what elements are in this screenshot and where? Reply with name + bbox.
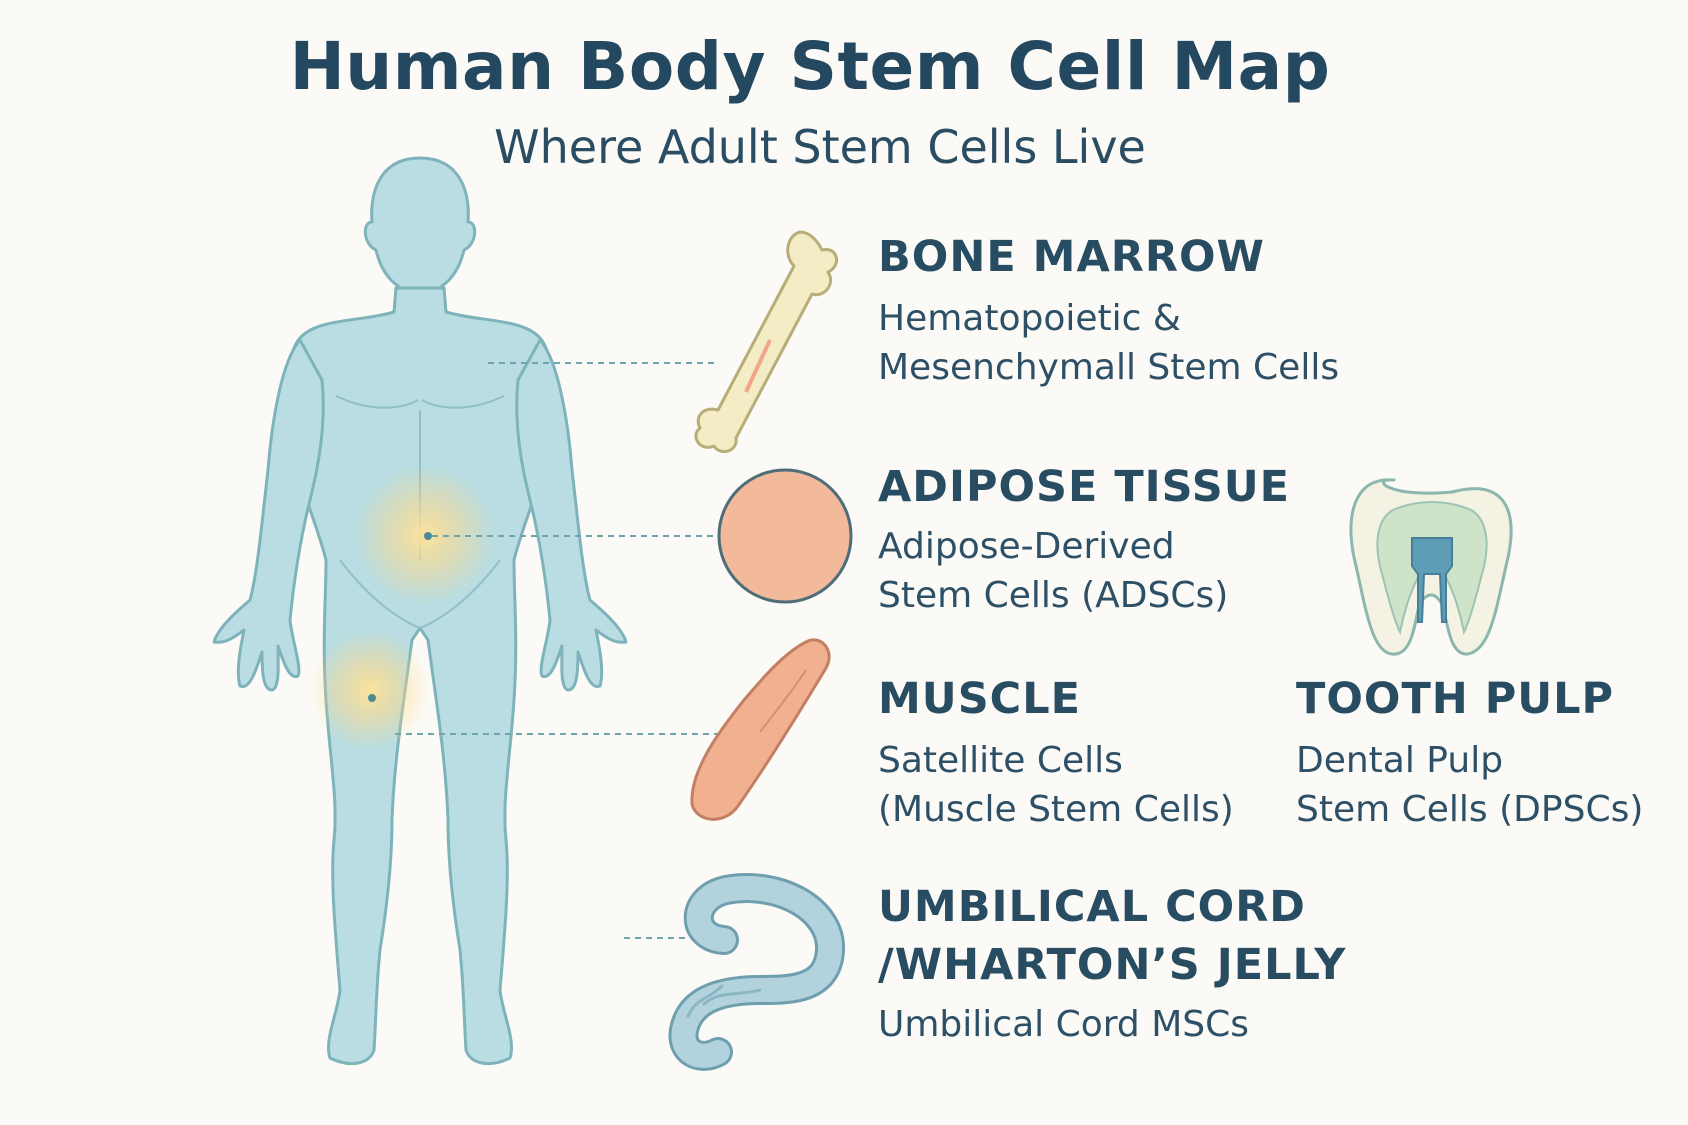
adipose-point [424, 532, 432, 540]
bone-marrow-desc-line1: Hematopoietic & [878, 298, 1181, 339]
adipose-title: ADIPOSE TISSUE [878, 462, 1290, 512]
muscle-highlight [310, 630, 430, 750]
muscle-title: MUSCLE [878, 674, 1082, 724]
label-tooth-pulp: TOOTH PULP Dental Pulp Stem Cells (DPSCs… [1296, 670, 1643, 834]
bone-marrow-title: BONE MARROW [878, 232, 1265, 282]
fat-cell-icon [717, 468, 853, 604]
body-right-arm [515, 338, 628, 692]
adipose-desc-line1: Adipose-Derived [878, 526, 1175, 567]
tooth-pulp-desc-line1: Dental Pulp [1296, 740, 1504, 781]
tooth-pulp-desc-line2: Stem Cells (DPSCs) [1296, 789, 1644, 830]
body-left-arm [212, 338, 325, 692]
bone-marrow-desc-line2: Mesenchymall Stem Cells [878, 347, 1340, 388]
umbilical-title-line2: /WHARTON’S JELLY [878, 940, 1347, 990]
umbilical-cord-icon [668, 873, 845, 1071]
umbilical-desc-line1: Umbilical Cord MSCs [878, 1004, 1250, 1045]
muscle-point [368, 694, 376, 702]
umbilical-title-line1: UMBILICAL CORD [878, 882, 1307, 932]
body-head [363, 156, 477, 296]
page-subtitle: Where Adult Stem Cells Live [494, 120, 1146, 174]
page-title: Human Body Stem Cell Map [289, 28, 1331, 105]
label-umbilical: UMBILICAL CORD /WHARTON’S JELLY Umbilica… [878, 878, 1346, 1049]
muscle-desc-line1: Satellite Cells [878, 740, 1123, 781]
connector-lines [395, 362, 728, 939]
bone-icon [694, 230, 838, 454]
tooth-icon [1349, 478, 1513, 656]
body-hip-line [339, 559, 501, 629]
human-body-figure [212, 156, 628, 1066]
tooth-pulp-title: TOOTH PULP [1296, 674, 1615, 724]
adipose-desc-line2: Stem Cells (ADSCs) [878, 575, 1229, 616]
muscle-desc-line2: (Muscle Stem Cells) [878, 789, 1234, 830]
label-muscle: MUSCLE Satellite Cells (Muscle Stem Cell… [878, 670, 1234, 834]
label-bone-marrow: BONE MARROW Hematopoietic & Mesenchymall… [878, 228, 1339, 392]
muscle-icon [690, 638, 831, 821]
body-torso-legs [286, 286, 554, 1066]
label-adipose: ADIPOSE TISSUE Adipose-Derived Stem Cell… [878, 458, 1290, 620]
